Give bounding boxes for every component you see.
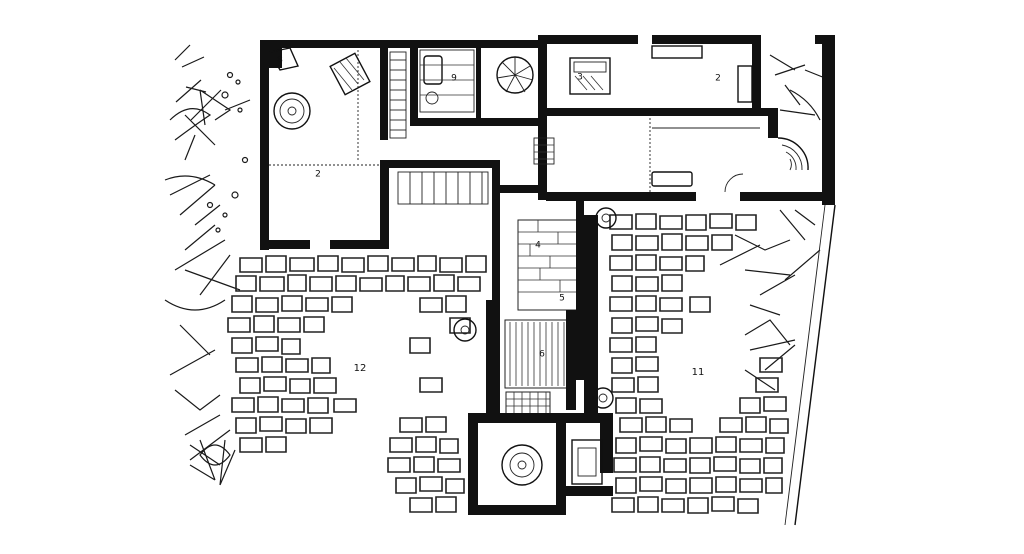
room-label-3: 3 <box>577 73 583 83</box>
bed-icon <box>569 57 611 95</box>
room-labels: 2 2 3 4 5 6 8 9 11 12 <box>277 56 721 379</box>
room-label-11: 11 <box>692 367 705 378</box>
vegetation-right <box>719 54 831 391</box>
walls <box>260 35 835 515</box>
wheel-icon <box>592 387 614 409</box>
table-icon <box>329 52 371 96</box>
plot-boundary-east-inner <box>784 204 826 526</box>
room-label-6: 6 <box>539 350 545 360</box>
vegetation-left <box>164 44 251 486</box>
wheel-icon <box>453 318 477 342</box>
room-label-5: 5 <box>559 294 565 304</box>
wheel-icon <box>595 207 617 229</box>
sofa-icon <box>651 171 693 187</box>
millstone-icon <box>501 444 543 486</box>
paving-east-yard <box>609 213 789 514</box>
paving-west-yard <box>227 255 487 513</box>
room-label-2-west: 2 <box>315 170 321 180</box>
room-label-2-east: 2 <box>715 74 721 84</box>
interior-details <box>268 45 809 486</box>
room-label-12: 12 <box>354 363 367 374</box>
room-label-8: 8 <box>277 56 283 66</box>
millstone-icon <box>273 92 311 130</box>
plot-boundary-east <box>794 204 836 526</box>
room-label-4: 4 <box>535 241 541 251</box>
room-label-9: 9 <box>451 74 457 84</box>
